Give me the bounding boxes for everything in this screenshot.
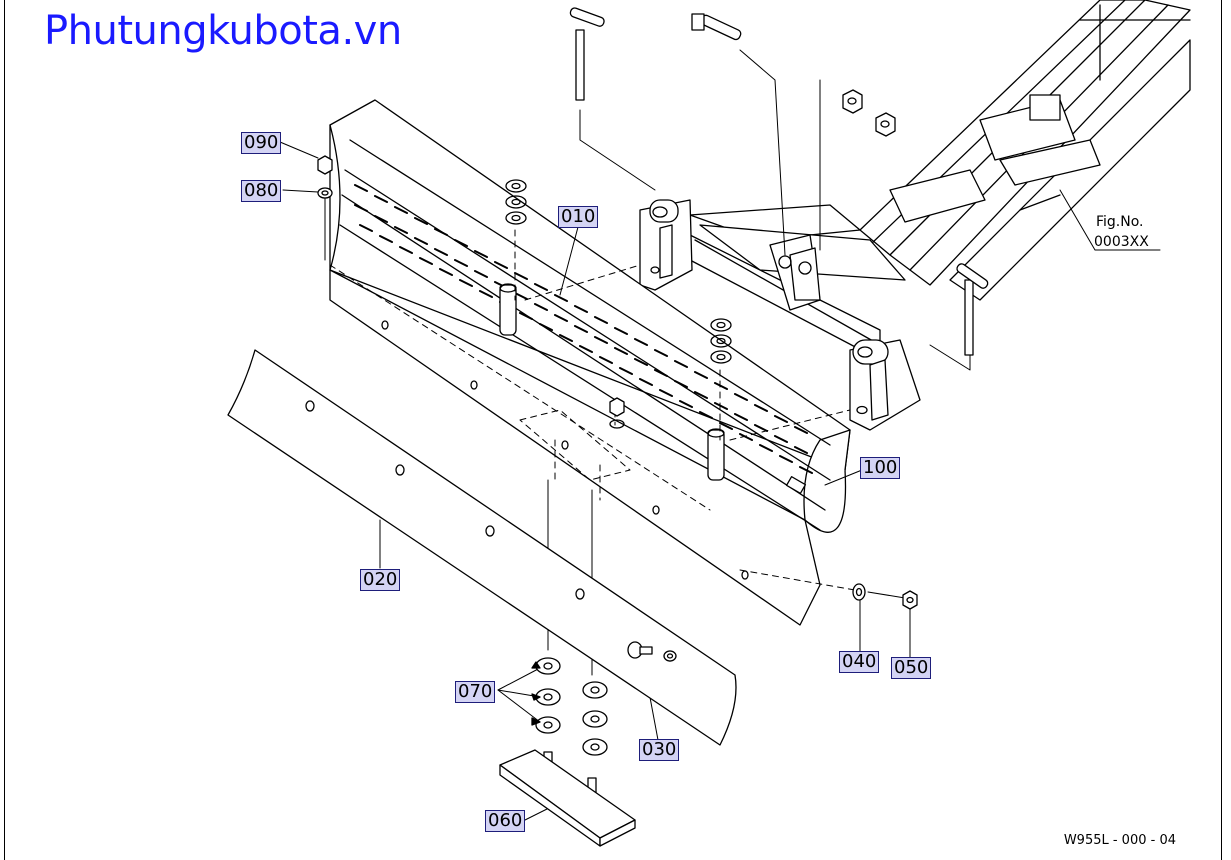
frame-right-edge [1221,0,1222,860]
callout-090: 090 [241,132,282,154]
blade-moldboard [329,99,851,626]
top-pins [569,7,989,356]
part-070-shims [535,657,608,756]
part-100-bolt [785,476,807,494]
callout-040: 040 [839,651,880,673]
part-080-washer [317,187,333,199]
drawing-number: W955L - 000 - 04 [1063,833,1176,848]
center-nut [609,397,625,429]
part-040-050 [852,583,918,610]
figure-label: Fig.No. [1096,214,1144,230]
callout-060: 060 [485,810,526,832]
callout-070: 070 [455,681,496,703]
frame-left-edge [4,0,5,860]
push-frame [679,0,1191,361]
callout-080: 080 [241,180,282,202]
figure-number: 0003XX [1094,234,1149,250]
mounting-bracket-right [849,339,921,431]
nuts-top [842,89,896,137]
site-title: Phutungkubota.vn [44,8,402,54]
blade-pivot-pins [499,283,725,481]
callout-030: 030 [639,739,680,761]
callout-010: 010 [558,206,599,228]
mounting-bracket-left [639,199,693,291]
part-060-skid-shoe [499,749,636,847]
callout-070-arrows [531,661,541,726]
callout-050: 050 [891,657,932,679]
callout-100: 100 [860,457,901,479]
assembly-lines [329,229,856,591]
part-090-nut [317,155,333,175]
callout-020: 020 [360,569,401,591]
spacer-washers [505,179,732,364]
part-030-bolt [627,641,677,662]
